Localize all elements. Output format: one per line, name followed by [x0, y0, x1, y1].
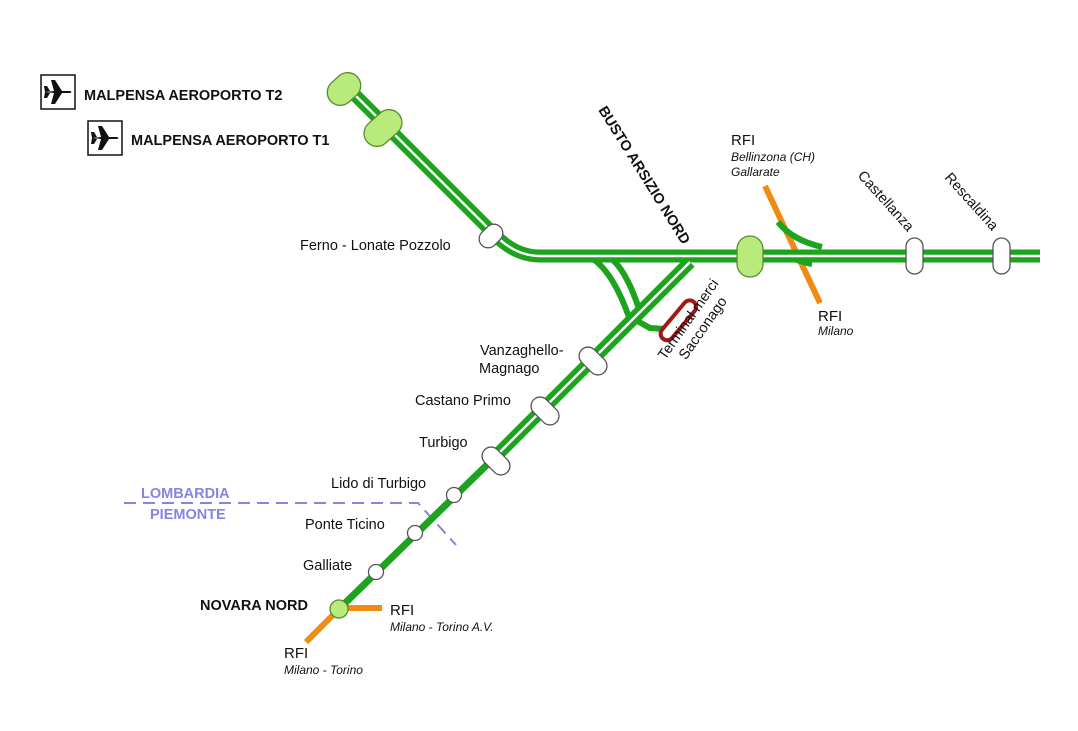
station-marker-vanzaghello[interactable] [575, 343, 610, 378]
station-name-lido: Lido di Turbigo [331, 476, 426, 492]
rfi-label-busto-north: RFI [731, 132, 755, 149]
station-marker-busto[interactable] [736, 235, 764, 278]
station-marker-malpensa-t2[interactable] [322, 67, 366, 110]
station-marker-rescaldina[interactable] [992, 237, 1011, 275]
station-name-castano: Castano Primo [415, 393, 511, 409]
airport-t2-badge [40, 74, 76, 110]
rfi-label-busto-south: RFI [818, 308, 842, 325]
station-name-busto: BUSTO ARSIZIO NORD [595, 104, 693, 248]
rfi-dest-milano-torino: Milano - Torino [284, 663, 363, 677]
station-name-castellanza: Castellanza [854, 168, 917, 236]
airplane-icon [44, 80, 72, 104]
station-name-rescaldina: Rescaldina [941, 170, 1002, 235]
airport-t1-badge [87, 120, 123, 156]
wye-curve-west [586, 253, 633, 321]
freight-terminal-marker [658, 298, 699, 343]
rfi-label-novara-east: RFI [390, 602, 414, 619]
station-marker-ponte[interactable] [406, 524, 424, 542]
station-marker-novara[interactable] [329, 599, 349, 619]
station-name-turbigo: Turbigo [419, 435, 468, 451]
station-marker-castano[interactable] [527, 393, 562, 428]
region-label-piemonte: PIEMONTE [150, 507, 226, 523]
airplane-icon [91, 126, 119, 150]
region-label-lombardia: LOMBARDIA [141, 486, 230, 502]
rfi-dest-gallarate: Gallarate [731, 165, 780, 179]
station-marker-malpensa-t1[interactable] [359, 104, 408, 151]
station-name-ferno: Ferno - Lonate Pozzolo [300, 238, 451, 254]
station-marker-ferno[interactable] [475, 220, 506, 251]
station-marker-lido[interactable] [445, 486, 463, 504]
main-line-malpensa-busto [339, 79, 1040, 263]
station-name-vanzaghello-2: Magnago [479, 361, 539, 377]
station-marker-galliate[interactable] [367, 563, 385, 581]
station-name-vanzaghello-1: Vanzaghello- [480, 343, 564, 359]
station-name-malpensa-t2: MALPENSA AEROPORTO T2 [84, 88, 282, 104]
rfi-dest-bellinzona: Bellinzona (CH) [731, 150, 815, 164]
station-name-malpensa-t1: MALPENSA AEROPORTO T1 [131, 133, 329, 149]
rfi-label-novara-south: RFI [284, 645, 308, 662]
station-name-ponte: Ponte Ticino [305, 517, 385, 533]
rfi-dest-milano: Milano [818, 324, 854, 338]
station-marker-castellanza[interactable] [905, 237, 924, 275]
station-marker-turbigo[interactable] [478, 443, 513, 478]
busto-junction-curve-north [775, 220, 823, 250]
rfi-line-busto [762, 184, 823, 305]
station-name-novara: NOVARA NORD [200, 598, 308, 614]
region-border-line [124, 502, 457, 546]
station-name-galliate: Galliate [303, 558, 352, 574]
rfi-dest-milano-torino-av: Milano - Torino A.V. [390, 620, 494, 634]
